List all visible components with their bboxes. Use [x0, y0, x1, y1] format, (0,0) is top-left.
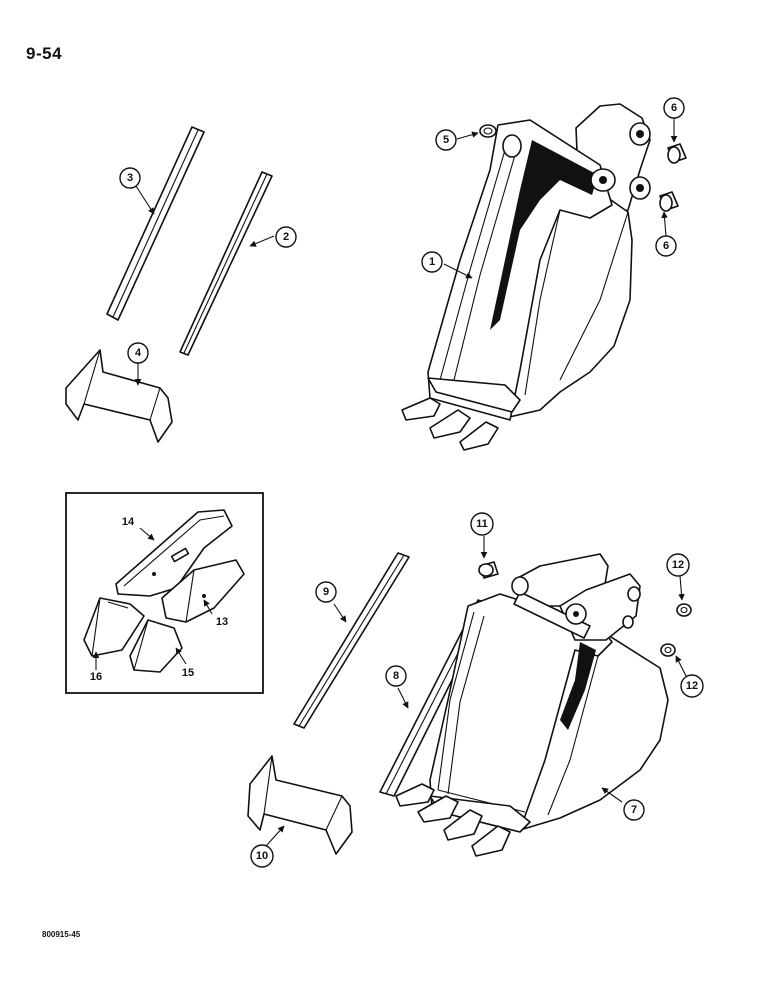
bucket-1 [401, 103, 651, 451]
page-number: 9-54 [26, 44, 63, 63]
footer-code: 800915-45 [42, 930, 81, 939]
svg-text:4: 4 [135, 347, 142, 359]
tooth-13 [161, 559, 245, 623]
svg-text:5: 5 [443, 134, 449, 146]
tooth-16 [83, 597, 145, 657]
callout-11: 11 [470, 512, 494, 536]
label-14: 14 [122, 516, 135, 528]
tooth-detail-inset [65, 492, 264, 694]
wear-strap-4 [65, 349, 173, 443]
label-15: 15 [182, 667, 194, 679]
callout-12-lower: 12 [680, 674, 704, 698]
svg-text:11: 11 [476, 518, 488, 530]
side-cutter-2 [179, 171, 273, 356]
bushing-6-lower [659, 191, 679, 212]
tooth-adapter-14 [115, 509, 233, 597]
svg-text:1: 1 [429, 256, 435, 268]
bushing-5 [479, 124, 497, 138]
wear-strap-10 [247, 755, 353, 855]
svg-text:6: 6 [671, 102, 677, 114]
svg-text:12: 12 [686, 680, 698, 692]
label-16: 16 [90, 671, 102, 683]
side-cutter-3 [106, 126, 205, 321]
tooth-15 [129, 619, 183, 673]
callout-1: 1 [421, 251, 443, 273]
bushing-11 [478, 561, 499, 579]
bucket-7 [395, 553, 669, 857]
callout-3: 3 [119, 167, 141, 189]
callout-9: 9 [315, 581, 337, 603]
bushing-6-upper [667, 143, 687, 164]
svg-text:10: 10 [256, 850, 268, 862]
callout-6-lower: 6 [655, 235, 677, 257]
leader-lines [92, 118, 687, 847]
callout-10: 10 [250, 844, 274, 868]
svg-text:8: 8 [393, 670, 399, 682]
svg-text:12: 12 [672, 559, 684, 571]
svg-text:9: 9 [323, 586, 329, 598]
svg-text:3: 3 [127, 172, 133, 184]
bushing-12-upper [676, 603, 692, 617]
callout-4: 4 [127, 342, 149, 364]
svg-text:2: 2 [283, 231, 289, 243]
svg-text:6: 6 [663, 240, 669, 252]
callout-2: 2 [275, 226, 297, 248]
svg-text:7: 7 [631, 804, 637, 816]
bushing-12-lower [660, 643, 676, 657]
callout-7: 7 [623, 799, 645, 821]
callout-8: 8 [385, 665, 407, 687]
callout-6-upper: 6 [663, 97, 685, 119]
side-cutter-9 [293, 552, 410, 729]
callout-12-upper: 12 [666, 553, 690, 577]
callout-5: 5 [435, 129, 457, 151]
label-13: 13 [216, 616, 228, 628]
